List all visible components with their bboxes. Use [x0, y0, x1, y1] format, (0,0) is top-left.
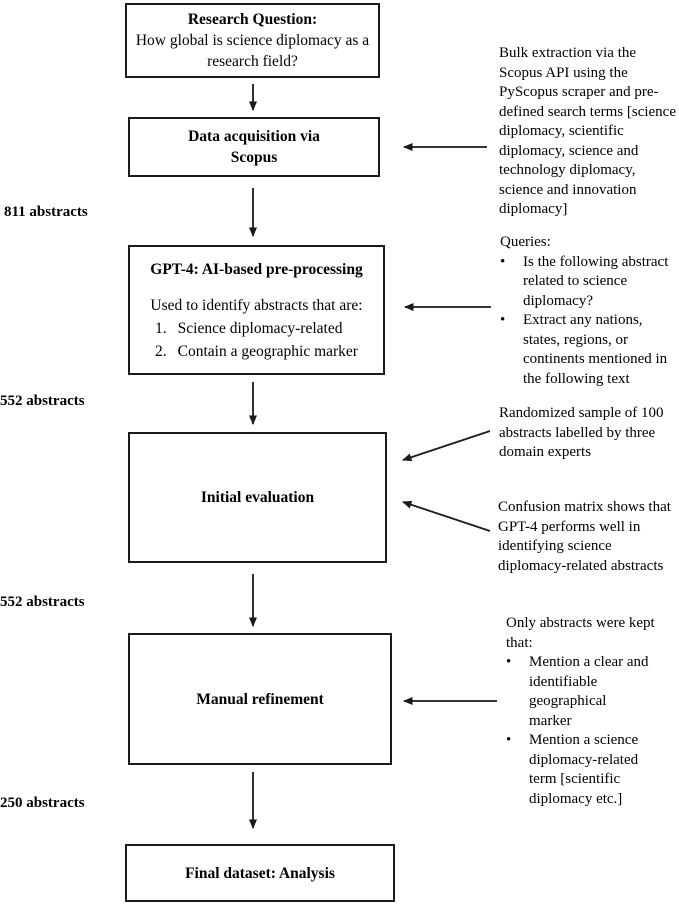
- item-text: Contain a geographic marker: [177, 343, 358, 360]
- numbered-item: 1. Science diplomacy-related: [155, 317, 358, 340]
- count-label-811-abstracts: 811 abstracts: [4, 204, 88, 220]
- arrow-note-to-initial-evaluation-1: [402, 430, 491, 462]
- box-lead-text: Used to identify abstracts that are:: [150, 297, 363, 314]
- bullet-text: Mention a clear and identifiable geograp…: [529, 654, 649, 729]
- numbered-list: 1. Science diplomacy-related 2. Contain a …: [155, 317, 358, 363]
- item-number: 1.: [155, 320, 167, 337]
- bullet-text: Is the following abstract related to sci…: [523, 253, 669, 309]
- annotation-randomized-sample: Randomized sample of 100 abstracts label…: [499, 405, 664, 460]
- box-title: Manual refinement: [196, 690, 324, 708]
- flow-box-data-acquisition: Data acquisition via Scopus: [128, 117, 380, 177]
- box-title: Data acquisition via Scopus: [188, 128, 320, 166]
- flow-box-manual-refinement: Manual refinement: [128, 633, 392, 765]
- box-title: Research Question:: [187, 11, 318, 28]
- box-title: Initial evaluation: [200, 489, 315, 506]
- bullet-item: • Extract any nations, states, regions, …: [500, 311, 679, 389]
- bullet-text: Mention a science diplomacy-related term…: [529, 732, 639, 807]
- annotation-confusion-matrix: Confusion matrix shows that GPT-4 perfor…: [498, 499, 671, 574]
- numbered-item: 2. Contain a geographic marker: [155, 340, 358, 363]
- flow-box-final-dataset: Final dataset: Analysis: [125, 844, 395, 902]
- flow-box-initial-evaluation: Initial evaluation: [128, 432, 387, 563]
- annotation-heading: Only abstracts were kept that:: [506, 615, 655, 651]
- count-label-552-abstracts: 552 abstracts: [0, 393, 85, 409]
- box-title: Final dataset: Analysis: [185, 864, 335, 882]
- flow-box-gpt4-preprocessing: GPT-4: AI-based pre-processing Used to i…: [128, 245, 385, 375]
- count-label-250-abstracts: 250 abstracts: [0, 795, 85, 811]
- bullet-item: • Mention a clear and identifiable geogr…: [506, 653, 674, 731]
- arrow-note-to-initial-evaluation-2: [402, 500, 491, 532]
- annotation-manual-criteria: Only abstracts were kept that: • Mention…: [506, 614, 674, 809]
- annotation-heading: Queries:: [500, 234, 551, 250]
- bullet-icon: •: [506, 732, 512, 748]
- bullet-item: • Mention a science diplomacy-related te…: [506, 731, 674, 809]
- box-title: GPT-4: AI-based pre-processing: [150, 261, 363, 278]
- bullet-text: Extract any nations, states, regions, or…: [523, 312, 668, 387]
- box-subtitle: How global is science diplomacy as a res…: [135, 32, 370, 70]
- annotation-queries: Queries: • Is the following abstract rel…: [500, 233, 679, 389]
- item-number: 2.: [155, 343, 167, 360]
- flow-box-research-question: Research Question: How global is science…: [125, 3, 380, 78]
- bullet-list: • Mention a clear and identifiable geogr…: [506, 653, 674, 809]
- bullet-icon: •: [500, 312, 506, 328]
- item-text: Science diplomacy-related: [177, 320, 343, 337]
- bullet-icon: •: [506, 654, 512, 670]
- bullet-item: • Is the following abstract related to s…: [500, 253, 679, 312]
- bullet-icon: •: [500, 253, 506, 270]
- bullet-list: • Is the following abstract related to s…: [500, 253, 679, 390]
- count-label-552-abstracts-2: 552 abstracts: [0, 594, 85, 610]
- annotation-bulk-extraction: Bulk extraction via the Scopus API using…: [499, 45, 676, 217]
